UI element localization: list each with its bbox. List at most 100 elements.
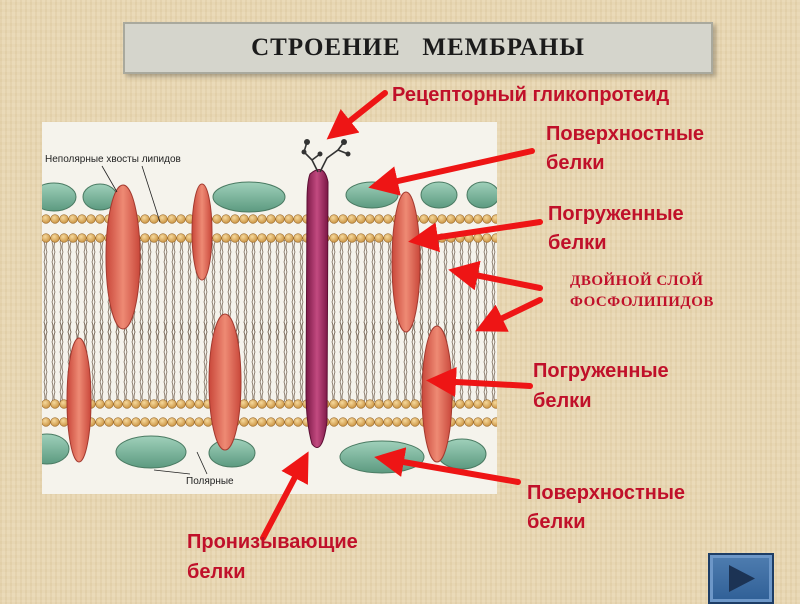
lipid-head [383,417,393,427]
lipid-head [338,417,348,427]
lipid-head [149,417,159,427]
lipid-head [86,233,96,243]
lipid-head [464,417,474,427]
lipid-head [239,233,249,243]
lipid-head [293,233,303,243]
lipid-head [356,399,366,409]
lipid-head [59,233,69,243]
lipid-head [257,214,267,224]
lipid-head [257,399,267,409]
lipid-head [248,399,258,409]
lipid-head [347,399,357,409]
diagram-pointer-lines [101,165,208,475]
surface-protein [42,182,77,212]
lipid-head [275,399,285,409]
label-embedded-top-line2: белки [548,232,607,254]
diagram-label-tails: Неполярные хвосты липидов [45,154,181,165]
membrane-diagram: Неполярные хвосты липидов Полярные [42,122,497,494]
lipid-head [266,417,276,427]
embedded-protein [191,183,213,281]
label-transmembrane-line1: Пронизывающие [187,531,358,553]
lipid-head [284,417,294,427]
lipid-head [50,214,60,224]
lipid-head [482,417,492,427]
lipid-head [239,399,249,409]
lipid-head [392,417,402,427]
lipid-head [455,417,465,427]
lipid-head [428,233,438,243]
lipid-head [248,417,258,427]
lipid-head [42,233,51,243]
lipid-head [50,399,60,409]
lipid-head [221,233,231,243]
lipid-head [437,233,447,243]
lipid-head [50,417,60,427]
lipid-head [167,417,177,427]
lipid-head [248,214,258,224]
lipid-head [42,399,51,409]
lipid-head [482,399,492,409]
lipid-head [455,214,465,224]
lipid-head [149,399,159,409]
lipid-head [365,399,375,409]
lipid-head [59,214,69,224]
lipid-head [455,399,465,409]
surface-protein [42,433,70,465]
lipid-head [482,233,492,243]
lipid-head [383,399,393,409]
lipid-head [68,233,78,243]
next-slide-button[interactable] [708,553,774,604]
lipid-head [473,214,483,224]
lipid-head [104,417,114,427]
lipid-head [140,399,150,409]
lipid-head [221,214,231,224]
lipid-head [419,214,429,224]
lipid-head [491,417,497,427]
lipid-head [374,214,384,224]
lipid-head [158,417,168,427]
lipid-head [365,214,375,224]
lipid-tails-lower [42,322,497,402]
lipid-head [149,214,159,224]
label-surface-top-line2: белки [546,152,605,174]
lipid-head [122,417,132,427]
lipid-head [167,399,177,409]
lipid-head [131,399,141,409]
lipid-head [446,214,456,224]
lipid-head [239,214,249,224]
lipid-head [329,417,339,427]
lipid-head [383,233,393,243]
lipid-head [266,214,276,224]
diagram-label-polar: Полярные [186,476,234,487]
lipid-head [428,214,438,224]
lipid-head [473,233,483,243]
lipid-head [356,214,366,224]
label-surface-bottom-line2: белки [527,511,586,533]
lipid-head [374,399,384,409]
lipid-head [284,233,294,243]
label-glycoprotein: Рецепторный гликопротеид [392,84,670,106]
lipid-head [329,233,339,243]
lipid-head [194,399,204,409]
lipid-head [284,399,294,409]
lipid-head [50,233,60,243]
label-transmembrane-line2: белки [187,561,246,583]
lipid-head [338,233,348,243]
lipid-head [329,399,339,409]
lipid-head [95,214,105,224]
lipid-head [158,214,168,224]
lipid-head [86,214,96,224]
lipid-head [266,399,276,409]
lipid-head [293,417,303,427]
lipid-head [410,399,420,409]
label-bilayer-line2: ФОСФОЛИПИДОВ [570,294,714,310]
surface-protein [339,440,425,474]
lipid-head [365,233,375,243]
lipid-head [392,399,402,409]
lipid-head [140,233,150,243]
label-surface-bottom-line1: Поверхностные [527,482,686,504]
lipid-head [176,399,186,409]
lipid-head [464,233,474,243]
embedded-protein [208,313,242,451]
surface-protein [212,181,286,213]
